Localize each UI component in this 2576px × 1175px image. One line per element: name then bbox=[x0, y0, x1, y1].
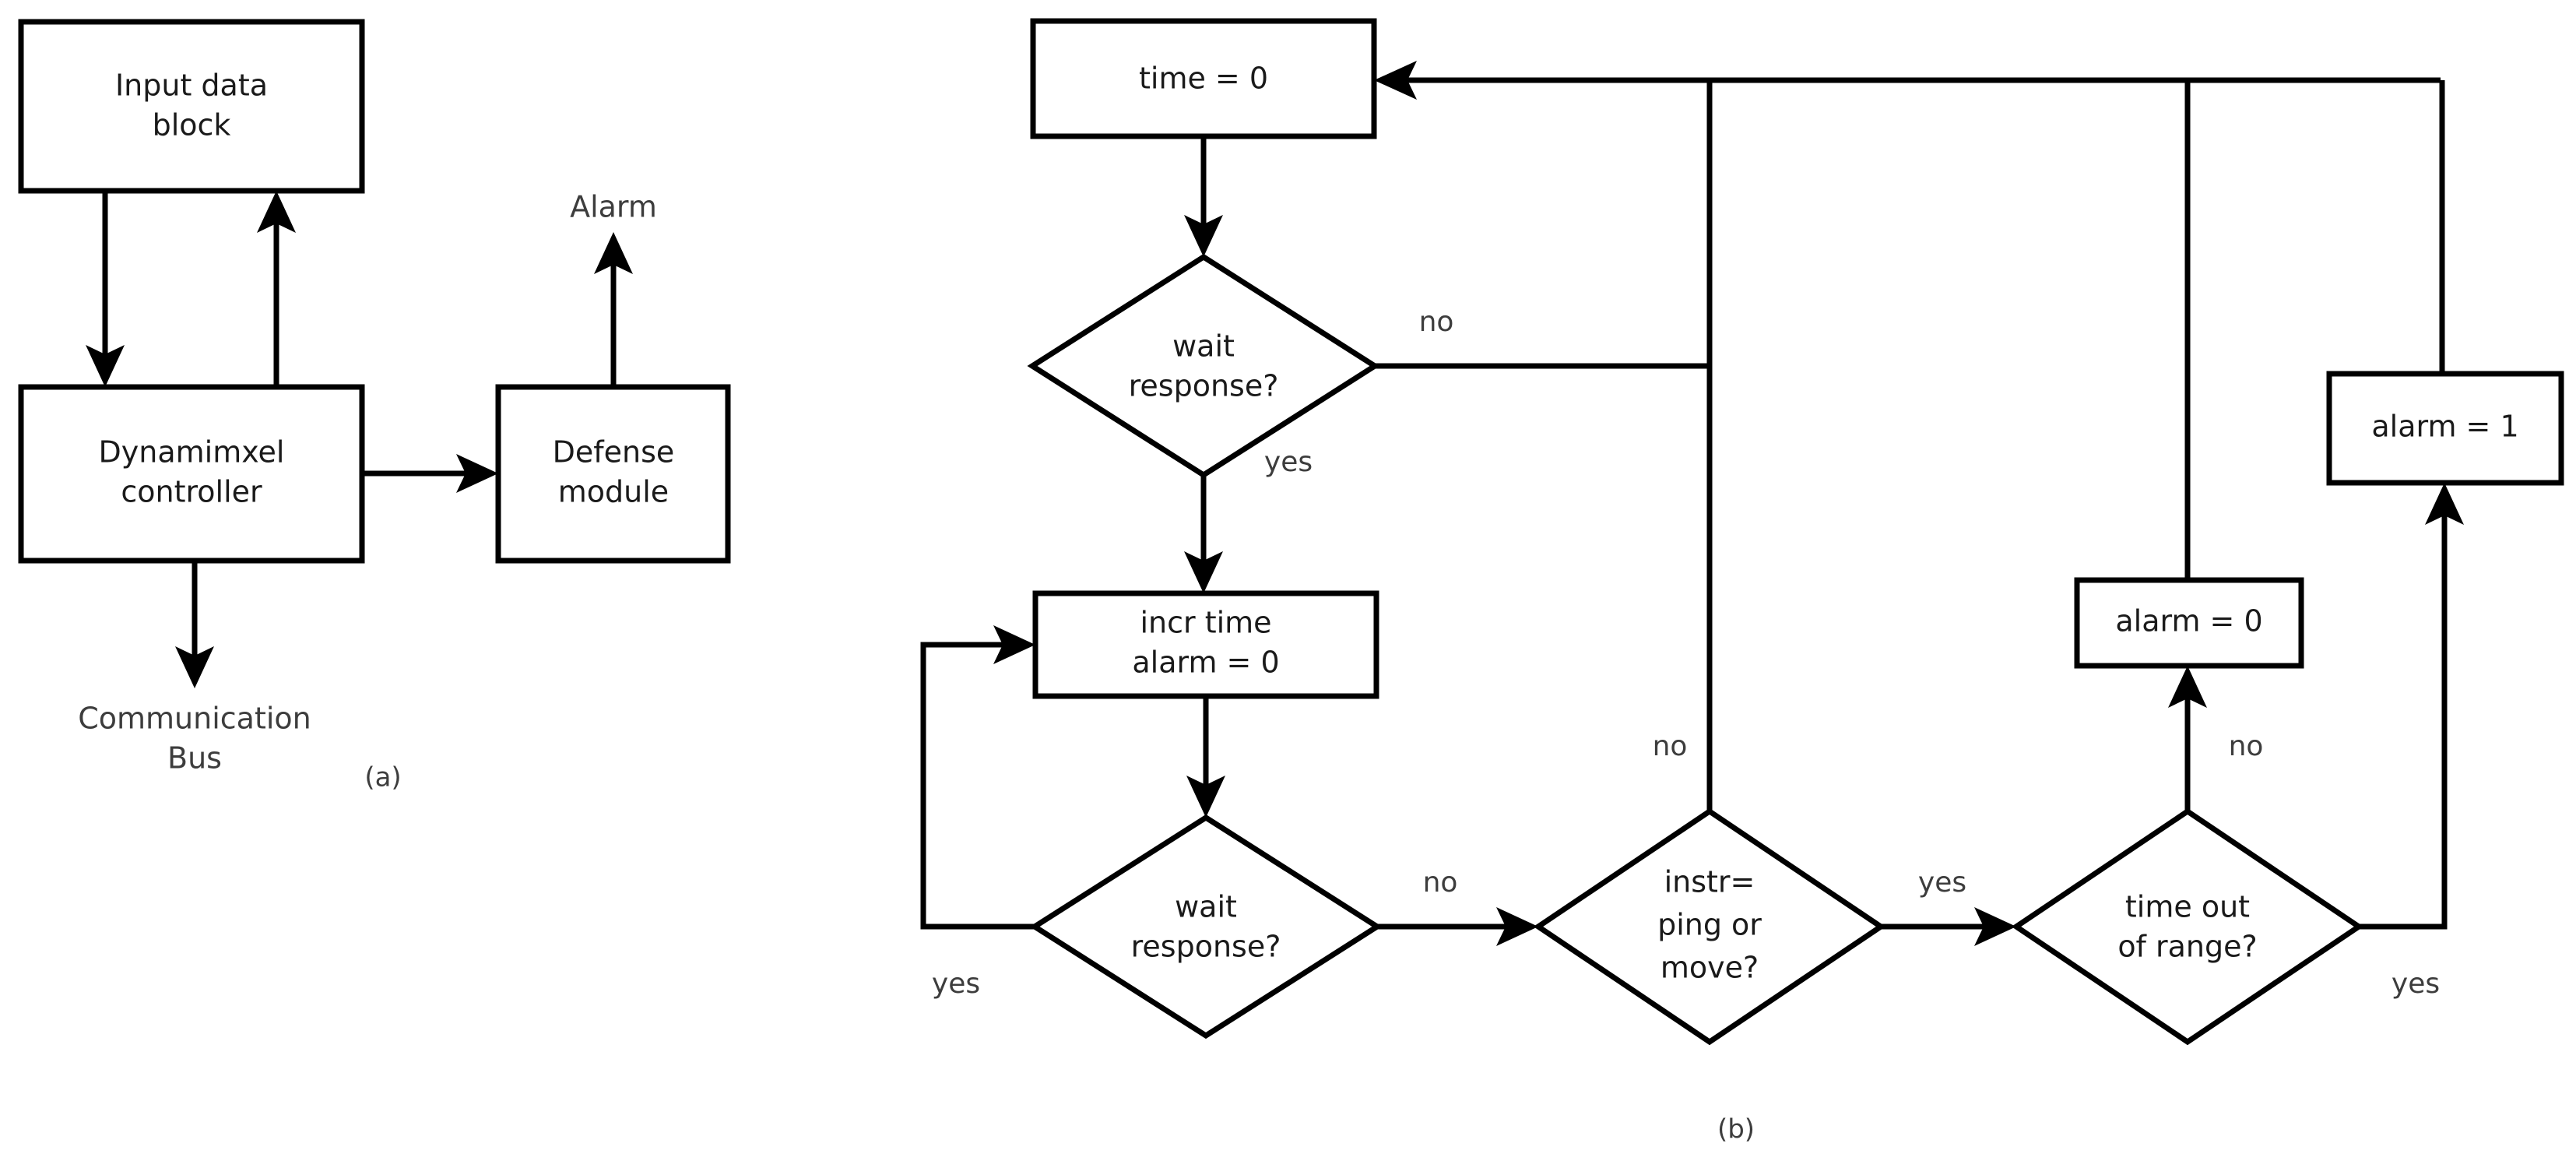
edge-controller-to-input-arrowhead bbox=[257, 191, 296, 233]
edge-wait1-yes-arrowhead bbox=[1184, 551, 1223, 593]
node-dynamimxel-controller-label-line2: controller bbox=[121, 475, 262, 509]
edge-wait2-yes bbox=[920, 642, 1035, 930]
edge-defense-to-alarm-arrowhead bbox=[594, 232, 633, 274]
panel-a: Input data block Dynamimxel controller D… bbox=[18, 19, 731, 793]
node-input-data-block-label-line2: block bbox=[153, 108, 231, 142]
node-instr-ping-move-label-line2: ping or bbox=[1657, 908, 1762, 942]
node-wait-response-1-label-line1: wait bbox=[1172, 329, 1235, 364]
node-defense-module-label-line1: Defense bbox=[553, 435, 675, 470]
edge-instr-yes-label: yes bbox=[1918, 867, 1966, 899]
edge-timeout-yes-label: yes bbox=[2391, 968, 2440, 1000]
node-time-zero[interactable] bbox=[1030, 18, 1377, 139]
node-time-zero-label: time = 0 bbox=[1139, 62, 1268, 96]
edge-wait2-no-label: no bbox=[1423, 867, 1458, 899]
node-input-data-block[interactable] bbox=[18, 19, 365, 194]
node-instr-ping-move-label-line1: instr= bbox=[1664, 865, 1755, 899]
edge-timeout-yes-arrowhead bbox=[2425, 483, 2464, 525]
node-incr-time[interactable] bbox=[1032, 590, 1379, 699]
node-dynamimxel-controller-label-line1: Dynamimxel bbox=[99, 435, 285, 470]
node-instr-ping-move[interactable] bbox=[1533, 807, 1886, 1046]
node-wait-response-1[interactable] bbox=[1027, 253, 1380, 479]
node-time-out-of-range[interactable] bbox=[2011, 807, 2364, 1046]
node-dynamimxel-controller[interactable] bbox=[18, 384, 365, 564]
node-wait-response-2-label-line1: wait bbox=[1175, 890, 1237, 924]
node-alarm-zero[interactable] bbox=[2074, 577, 2304, 669]
node-time-out-of-range-label-line1: time out bbox=[2125, 890, 2250, 924]
edge-wait2-no-arrowhead bbox=[1496, 907, 1538, 946]
node-incr-time-label-line2: alarm = 0 bbox=[1132, 646, 1279, 680]
edge-timeout-no-arrowhead bbox=[2168, 666, 2207, 708]
label-communication-bus-line1: Communication bbox=[78, 702, 311, 736]
node-wait-response-2[interactable] bbox=[1029, 814, 1383, 1040]
edge-instr-no-label: no bbox=[1653, 730, 1688, 762]
node-incr-time-label-line1: incr time bbox=[1140, 606, 1271, 640]
caption-panel-b: (b) bbox=[1717, 1114, 1755, 1145]
node-wait-response-1-label-line2: response? bbox=[1129, 369, 1279, 403]
edge-wait1-no-label: no bbox=[1419, 306, 1454, 338]
node-input-data-block-label-line1: Input data bbox=[115, 69, 268, 103]
edge-controller-to-defense-arrowhead bbox=[456, 454, 498, 493]
edge-input-to-controller-arrowhead bbox=[86, 345, 125, 387]
edge-instr-yes-arrowhead bbox=[1974, 907, 2016, 946]
edge-return-bus-arrowhead bbox=[1374, 61, 1417, 100]
node-alarm-one-label: alarm = 1 bbox=[2371, 410, 2518, 444]
node-time-out-of-range-label-line2: of range? bbox=[2117, 930, 2257, 964]
edge-incr-to-wait2-arrowhead bbox=[1186, 776, 1225, 818]
edge-timeout-yes bbox=[2359, 506, 2448, 930]
edge-wait2-yes-label: yes bbox=[932, 968, 980, 1000]
panel-b: time = 0 wait response? no no yes incr t… bbox=[920, 18, 2564, 1145]
edge-timeout-no-label: no bbox=[2229, 730, 2264, 762]
node-alarm-zero-label: alarm = 0 bbox=[2115, 604, 2262, 639]
edge-wait1-yes-label: yes bbox=[1264, 446, 1313, 478]
node-instr-ping-move-label-line3: move? bbox=[1661, 951, 1759, 985]
edge-wait2-yes-arrowhead bbox=[993, 625, 1035, 664]
label-communication-bus-line2: Bus bbox=[167, 741, 222, 776]
caption-panel-a: (a) bbox=[364, 762, 401, 793]
node-defense-module[interactable] bbox=[495, 384, 731, 564]
node-alarm-one[interactable] bbox=[2326, 371, 2564, 486]
node-wait-response-2-label-line2: response? bbox=[1131, 930, 1281, 964]
edge-time-to-wait1-arrowhead bbox=[1184, 215, 1223, 257]
node-defense-module-label-line2: module bbox=[558, 475, 669, 509]
label-alarm-output: Alarm bbox=[570, 190, 657, 224]
edge-controller-to-commbus-arrowhead bbox=[175, 646, 214, 688]
